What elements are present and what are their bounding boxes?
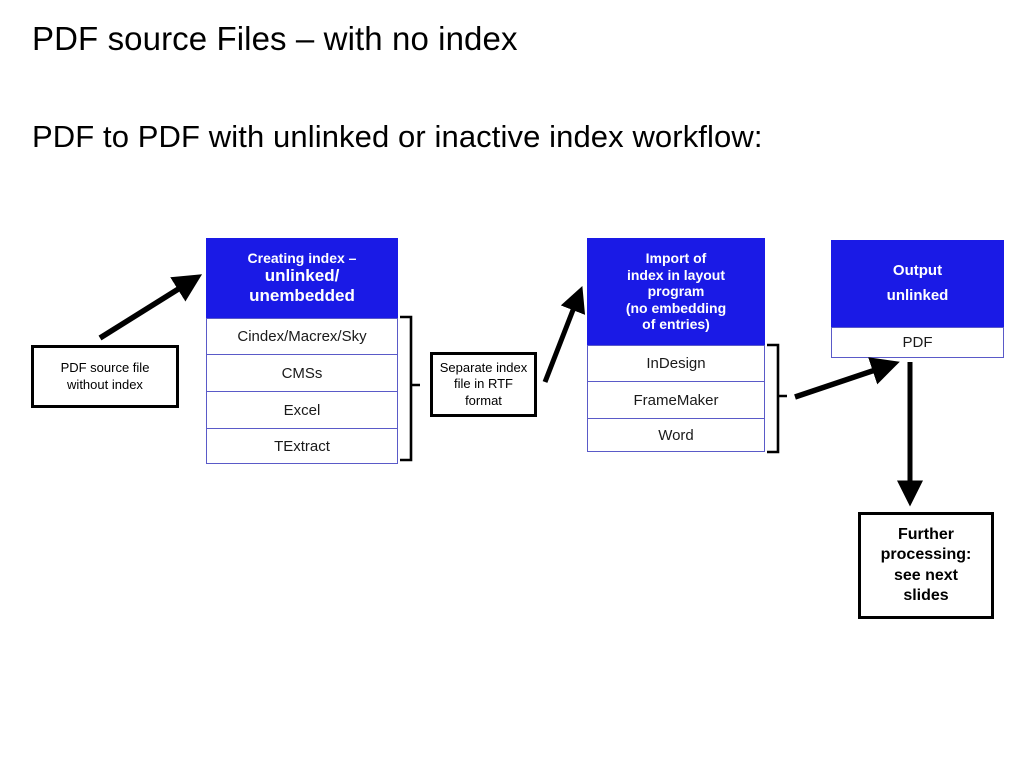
further-line-1: Further — [898, 525, 954, 543]
output-row-label: PDF — [902, 334, 933, 351]
import-index-stack: Import of index in layout program (no em… — [587, 238, 765, 452]
arrow-source-to-creating-index — [98, 274, 203, 341]
pdf-source-file-line-2: without index — [67, 376, 143, 392]
creating-index-row-cindex[interactable]: Cindex/Macrex/Sky — [206, 318, 398, 355]
pdf-source-file-text: PDF source file without index — [61, 360, 150, 393]
import-row-indesign[interactable]: InDesign — [587, 345, 765, 382]
import-header-line-3: program — [647, 283, 705, 300]
creating-index-row-label: TExtract — [274, 437, 330, 455]
import-row-label: InDesign — [646, 355, 706, 372]
separate-index-rtf-box: Separate index file in RTF format — [430, 352, 537, 417]
rtf-line-1: Separate index — [439, 359, 528, 375]
creating-index-stack: Creating index – unlinked/ unembedded Ci… — [206, 238, 398, 464]
output-stack: Output unlinked PDF — [831, 240, 1004, 358]
output-header-line-2: unlinked — [886, 287, 949, 305]
rtf-line-3: format — [465, 392, 502, 408]
output-header-line-1: Output — [892, 261, 943, 279]
bracket-creating-index-rows — [400, 315, 420, 462]
further-line-2: processing: — [880, 546, 972, 564]
page-title: PDF source Files – with no index — [32, 20, 518, 57]
creating-index-header-line-3: unembedded — [249, 286, 355, 306]
pdf-source-file-box: PDF source file without index — [31, 345, 179, 408]
creating-index-row-excel[interactable]: Excel — [206, 392, 398, 429]
creating-index-header-line-2: unlinked/ — [264, 266, 340, 286]
creating-index-header-line-1: Creating index – — [247, 249, 357, 266]
arrow-import-to-output — [794, 357, 900, 400]
creating-index-row-textract[interactable]: TExtract — [206, 429, 398, 464]
import-row-framemaker[interactable]: FrameMaker — [587, 382, 765, 419]
creating-index-row-label: Excel — [283, 401, 321, 419]
import-row-label: FrameMaker — [633, 391, 719, 409]
further-line-3: see next — [893, 566, 959, 584]
creating-index-row-label: Cindex/Macrex/Sky — [237, 328, 367, 345]
further-processing-box: Further processing: see next slides — [858, 512, 994, 619]
output-header: Output unlinked — [831, 240, 1004, 327]
import-header-line-1: Import of — [645, 250, 707, 267]
creating-index-header: Creating index – unlinked/ unembedded — [206, 238, 398, 318]
import-header-line-2: index in layout — [626, 266, 725, 283]
page-subtitle: PDF to PDF with unlinked or inactive ind… — [32, 119, 763, 154]
import-row-label: Word — [658, 426, 694, 444]
further-processing-text: Further processing: see next slides — [881, 525, 972, 607]
creating-index-row-label: CMSs — [281, 364, 323, 382]
import-header-line-5: of entries) — [642, 316, 710, 333]
separate-index-rtf-text: Separate index file in RTF format — [440, 360, 527, 410]
pdf-source-file-line-1: PDF source file — [60, 359, 150, 375]
import-row-word[interactable]: Word — [587, 419, 765, 452]
output-row-pdf[interactable]: PDF — [831, 327, 1004, 358]
further-line-4: slides — [903, 586, 949, 604]
import-header-line-4: (no embedding — [625, 299, 727, 316]
rtf-line-2: file in RTF — [453, 376, 513, 392]
import-index-header: Import of index in layout program (no em… — [587, 238, 765, 345]
creating-index-row-cmss[interactable]: CMSs — [206, 355, 398, 392]
bracket-import-rows — [767, 343, 787, 454]
arrow-rtf-to-import — [542, 285, 586, 383]
